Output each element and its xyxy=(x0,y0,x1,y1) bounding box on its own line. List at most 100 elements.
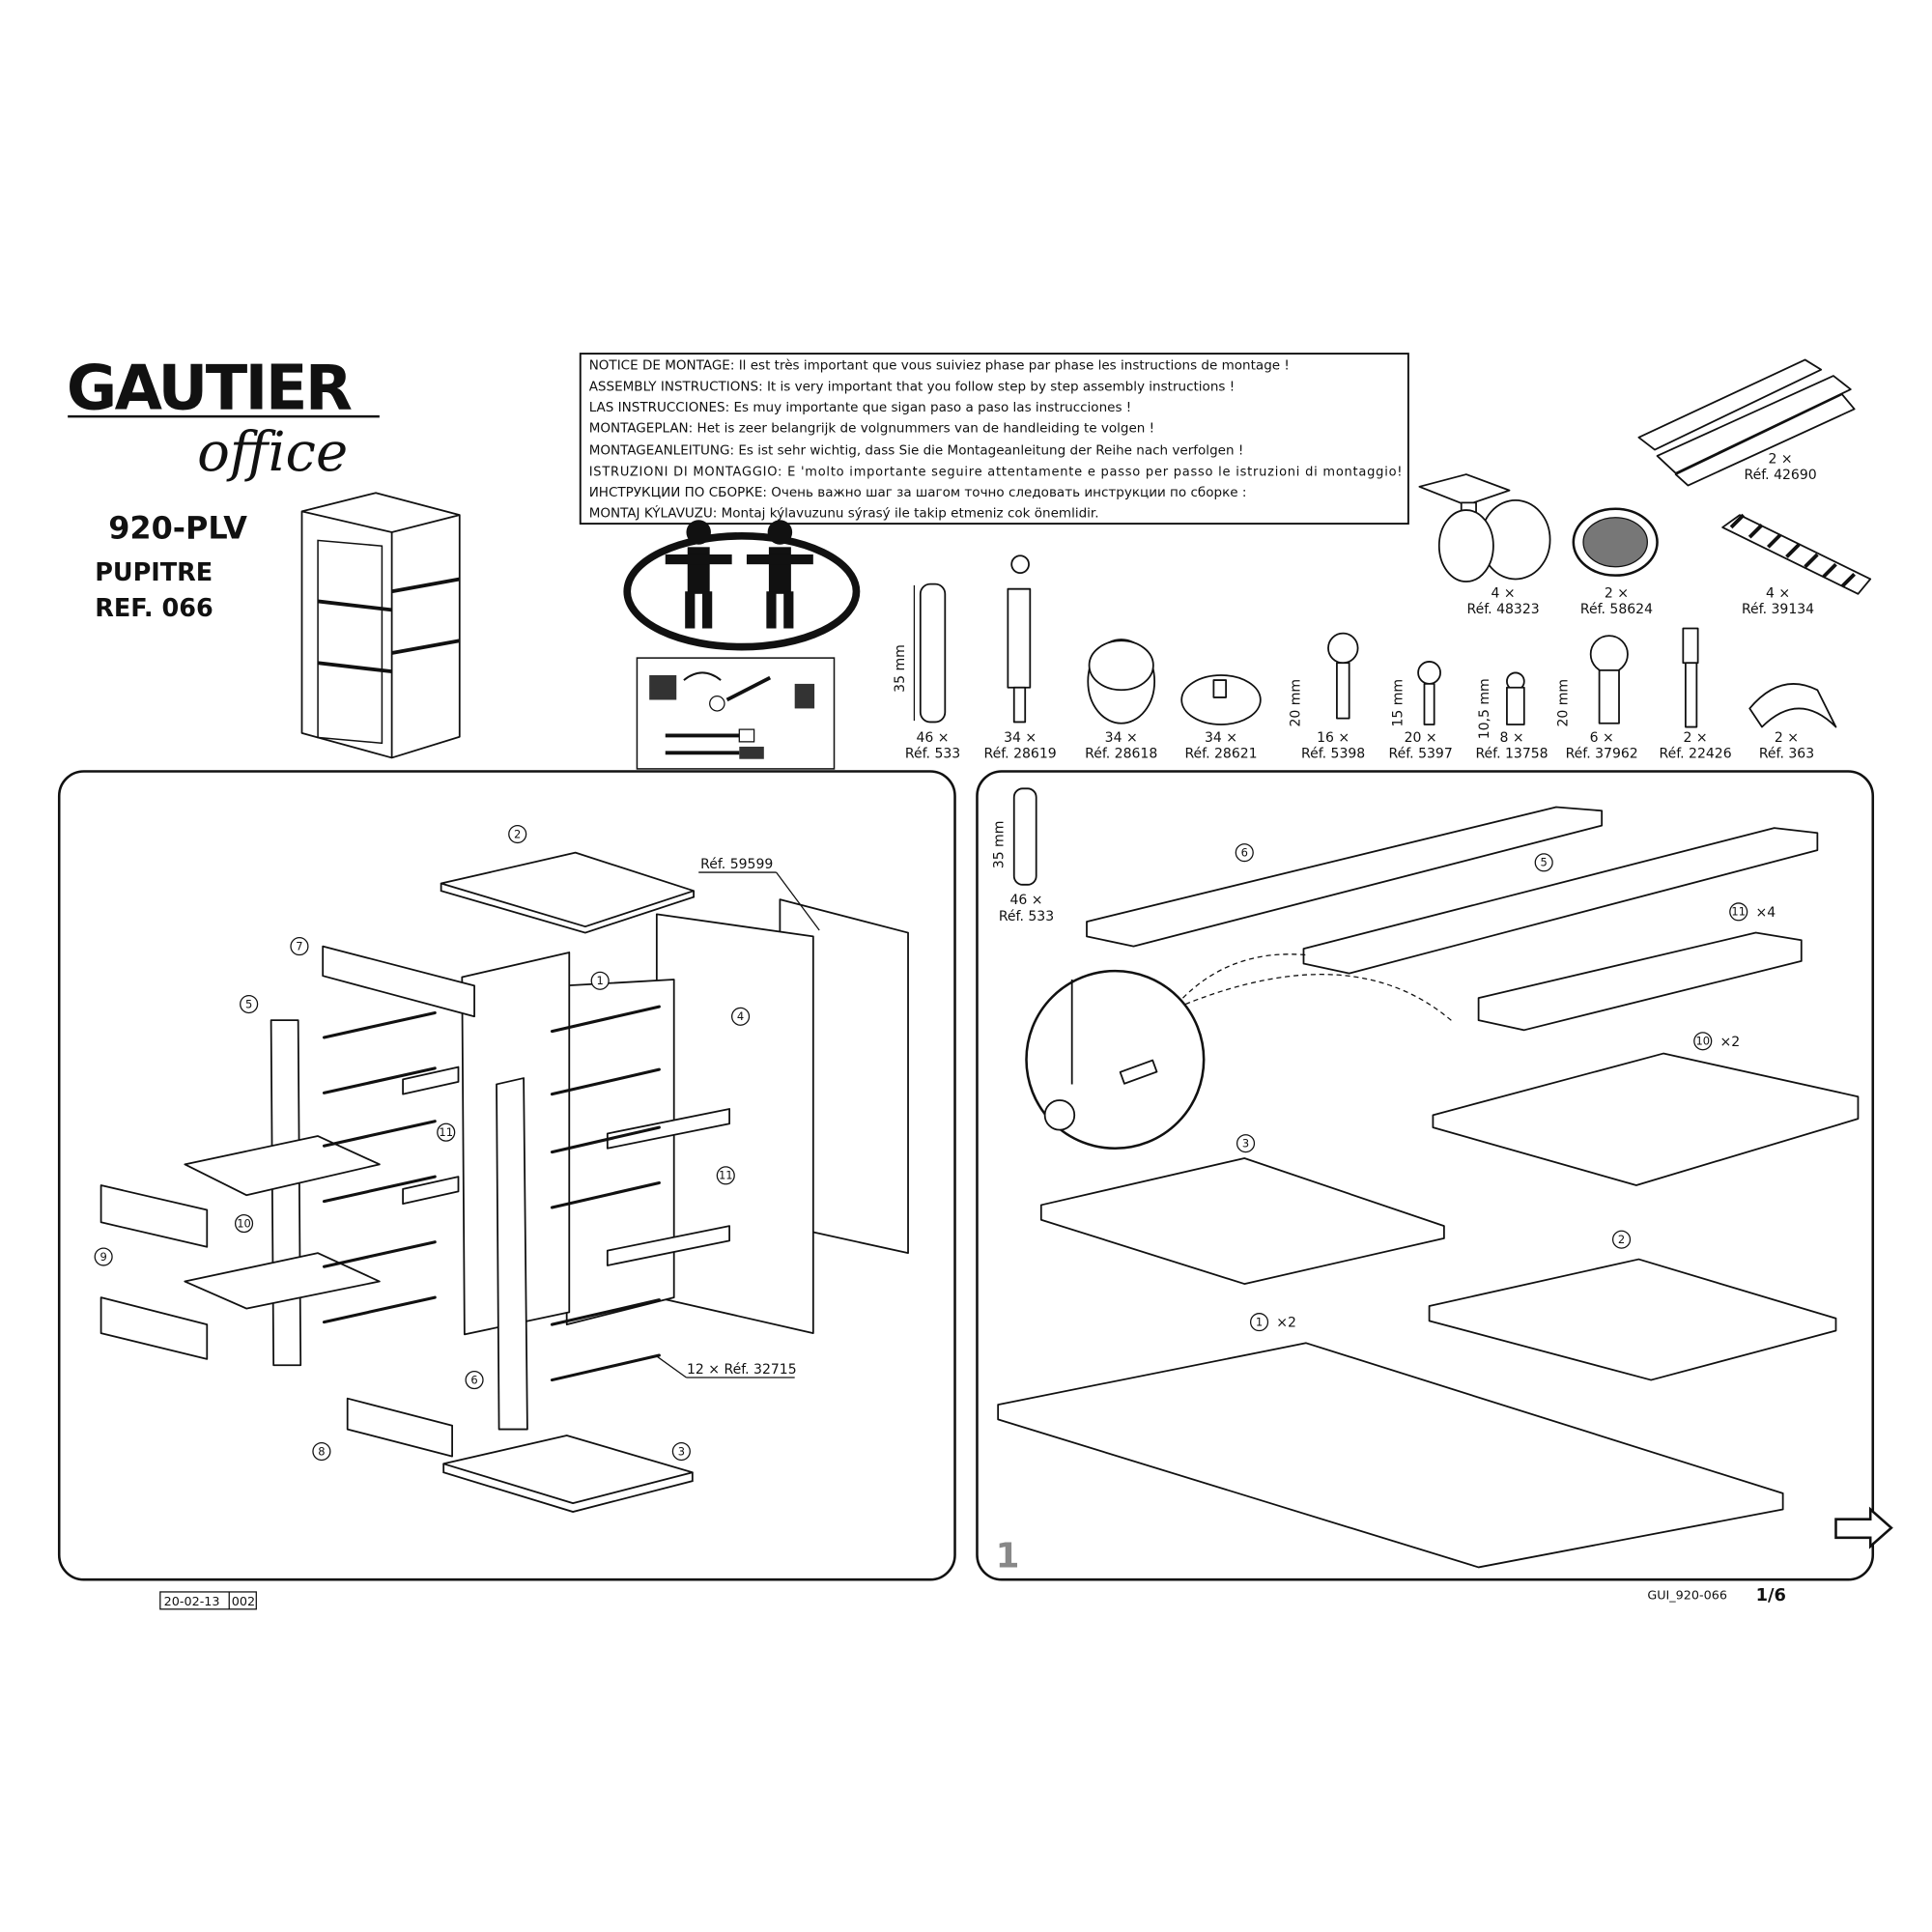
drawing-part xyxy=(997,1342,1784,1569)
label: E 'molto importante seguire attentamente… xyxy=(787,465,1402,479)
label: MONTAJ KÝLAVUZU: xyxy=(589,504,718,522)
drawing-part xyxy=(317,539,384,745)
drawing-part: MONTAGEPLAN: Het is zeer belangrijk de v… xyxy=(589,421,1154,437)
cam-bolt-icon xyxy=(1007,554,1032,724)
drawing-part xyxy=(1721,514,1872,595)
drawing-part xyxy=(794,683,815,709)
label: 6 xyxy=(470,1373,477,1386)
label: Het is zeer belangrijk de volgnummers va… xyxy=(697,421,1155,437)
drawing-part xyxy=(671,1441,691,1462)
drawing-part xyxy=(1428,1258,1837,1381)
drawing-part xyxy=(1119,1059,1158,1085)
drawing-part xyxy=(725,675,772,702)
drawing-part: MONTAGEANLEITUNG: Es ist sehr wichtig, d… xyxy=(589,443,1244,459)
label: Réf. 533 xyxy=(905,746,960,761)
label: NOTICE DE MONTAGE: xyxy=(589,358,735,374)
drawing-part xyxy=(550,1180,661,1209)
label: 4 xyxy=(737,1009,744,1023)
drawing-part: LAS INSTRUCCIONES: Es muy importante que… xyxy=(589,400,1132,415)
drawing-part xyxy=(1729,513,1856,588)
drawing-part xyxy=(440,851,695,928)
drawing-part xyxy=(563,979,675,1326)
label: 46 × xyxy=(917,730,950,746)
drawing-part xyxy=(322,945,475,1018)
label: 2 × xyxy=(1605,586,1629,602)
label: LAS INSTRUCCIONES: xyxy=(589,400,729,415)
drawing-part xyxy=(322,1175,437,1204)
dowel-callout: 35 mm 46 × Réf. 533 xyxy=(991,787,1054,924)
label: 20 × xyxy=(1405,730,1437,746)
drawing-part xyxy=(391,639,461,655)
drawing-part xyxy=(184,1252,381,1310)
drawing-part xyxy=(1674,393,1856,487)
step-1-panel: 1 35 mm 46 × Réf. 533 6 5 11×4 10×2 3 xyxy=(976,770,1893,1581)
assembly-notice: NOTICE DE MONTAGE: Il est très important… xyxy=(579,353,1409,526)
drawing-part xyxy=(322,1240,437,1268)
document-code: GUI_920-066 xyxy=(1647,1589,1727,1604)
drawing-part xyxy=(550,1005,661,1034)
drawing-part xyxy=(1611,1230,1632,1249)
drawing-part xyxy=(1693,1032,1713,1051)
label: Réf. 533 xyxy=(999,909,1054,924)
drawing-part: MONTAJ KÝLAVUZU: Montaj kýlavuzunu sýras… xyxy=(589,504,1099,522)
screw-15-icon xyxy=(1417,661,1441,725)
drawing-part xyxy=(99,1296,209,1360)
drawing-part xyxy=(442,1435,694,1505)
drawing-part xyxy=(322,1295,437,1324)
cable-clip-icon xyxy=(1721,513,1872,595)
product-name: PUPITRE xyxy=(95,558,213,587)
drawing-part xyxy=(1437,509,1494,582)
drawing-part xyxy=(234,1214,254,1234)
part-number-callouts: 6 5 11×4 10×2 3 2 1×2 xyxy=(1235,843,1776,1332)
label: 11 xyxy=(719,1169,733,1182)
label: 3 xyxy=(678,1444,685,1458)
grommet-icon xyxy=(1572,507,1659,577)
drawing-part xyxy=(322,1120,437,1148)
drawing-part xyxy=(465,1370,484,1390)
label: 2 xyxy=(1618,1233,1625,1246)
drawing-part xyxy=(687,547,710,594)
drawing-part xyxy=(1236,1134,1256,1153)
label: Il est très important que vous suiviez p… xyxy=(739,358,1290,374)
label: ASSEMBLY INSTRUCTIONS: xyxy=(589,379,763,394)
drawing-part xyxy=(508,824,527,844)
drawing-part xyxy=(1043,1099,1076,1131)
drawing-part xyxy=(1086,806,1604,948)
label: Réf. 28619 xyxy=(984,746,1057,761)
drawing-part xyxy=(1506,686,1525,725)
drawing-part xyxy=(783,591,794,629)
label: Réf. 5398 xyxy=(1301,746,1365,761)
label: 20 mm xyxy=(1289,679,1304,727)
drawing-part xyxy=(686,520,711,545)
next-page-arrow-icon[interactable] xyxy=(1834,1506,1893,1549)
drawing-part: GAUTIER office 920-PLV PUPITRE REF. 066 … xyxy=(57,353,1893,1610)
drawing-part xyxy=(1010,554,1030,575)
drawing-part xyxy=(1302,827,1819,975)
drawing-part xyxy=(440,883,695,934)
drawing-part xyxy=(709,696,725,712)
drawing-part xyxy=(919,582,947,724)
drawing-part xyxy=(1088,639,1154,692)
exploded-view-panel: Réf. 59599 12 × Réf. 32715 2 7 5 1 4 11 … xyxy=(57,770,956,1581)
back-panel-ref: Réf. 59599 xyxy=(700,857,773,872)
label: 34 × xyxy=(1205,730,1237,746)
hardware-row: 35 mm 20 mm 15 mm 10,5 mm 20 mm 46 ×Réf.… xyxy=(893,554,1837,762)
label: 10 xyxy=(1695,1035,1710,1048)
label: 20 mm xyxy=(1555,679,1571,727)
drawing-part xyxy=(731,1007,751,1026)
revision: 002 xyxy=(232,1595,255,1609)
drawing-part xyxy=(391,577,461,594)
drawing-part xyxy=(240,994,259,1014)
drawing-part xyxy=(300,492,461,759)
caster-wheel-icon xyxy=(1418,473,1551,582)
product-ref: REF. 066 xyxy=(95,594,213,623)
drawing-part xyxy=(550,1125,661,1154)
drawing-part xyxy=(590,971,610,990)
rods-ref: 12 × Réf. 32715 xyxy=(687,1362,797,1378)
drawing-part xyxy=(1682,627,1699,665)
label: 6 xyxy=(1241,845,1248,859)
drawing-part xyxy=(1039,1157,1445,1285)
drawing-part: 46 ×Réf. 533 34 ×Réf. 28619 34 ×Réf. 286… xyxy=(905,730,1814,762)
drawing-part xyxy=(99,1184,209,1248)
